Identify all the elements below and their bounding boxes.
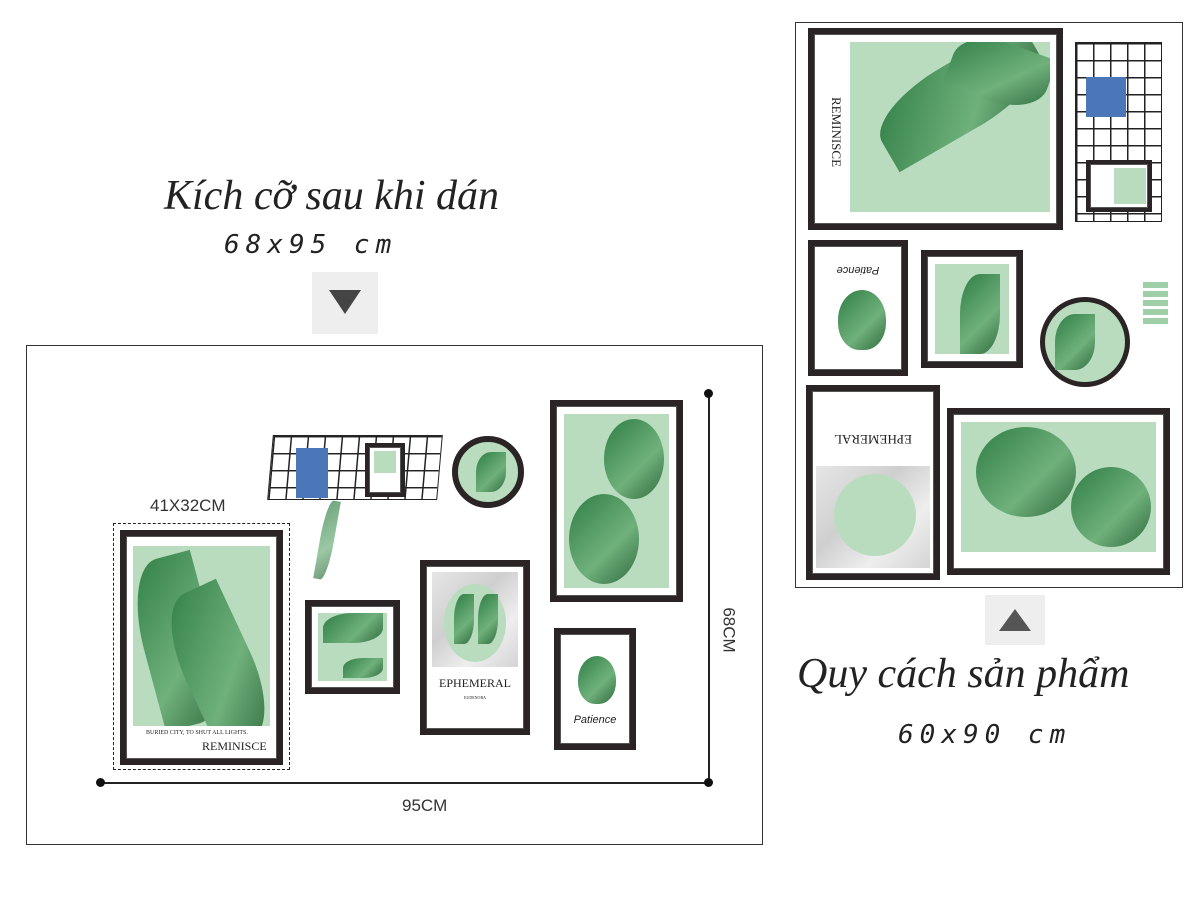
monstera-poster xyxy=(550,400,683,602)
dimension-dot xyxy=(96,778,105,787)
sheet-monstera-poster xyxy=(947,408,1170,575)
product-spec-title: Quy cách sản phẩm xyxy=(797,651,1130,697)
sheet-patience-title: Patience xyxy=(836,264,880,276)
patience-title: Patience xyxy=(573,714,617,726)
arrow-down-icon xyxy=(312,272,378,334)
dimension-dot xyxy=(704,778,713,787)
width-dimension-line xyxy=(100,782,708,784)
sheet-plant-pot xyxy=(1086,77,1126,117)
sheet-patience-poster: Patience xyxy=(808,240,908,376)
sheet-ephemeral-title: EPHEMERAL xyxy=(834,432,912,447)
piece-size-label: 41X32CM xyxy=(150,496,226,515)
patience-poster: Patience xyxy=(554,628,636,750)
sheet-round-plant xyxy=(1040,297,1130,387)
reminisce-poster: BURIED CITY, TO SHUT ALL LIGHTS. REMINIS… xyxy=(120,530,283,765)
height-dimension-line xyxy=(708,393,710,782)
ephemeral-title: EPHEMERAL xyxy=(439,676,511,690)
sheet-banana-poster xyxy=(921,250,1023,368)
ephemeral-sub: EUDENORA xyxy=(464,695,486,700)
plant-pot-decal xyxy=(296,448,328,498)
wire-grid-decal xyxy=(267,435,443,500)
dimension-dot xyxy=(704,389,713,398)
product-sheet-panel xyxy=(795,22,1183,588)
ephemeral-poster: EPHEMERAL EUDENORA xyxy=(420,560,530,735)
mini-poster xyxy=(365,443,405,497)
installed-size-value: 68x95 cm xyxy=(224,230,398,260)
piece-outline xyxy=(113,523,290,770)
sheet-ephemeral-poster: EPHEMERAL xyxy=(806,385,940,580)
height-label: 68CM xyxy=(719,607,739,653)
reminisce-title: REMINISCE xyxy=(202,739,267,753)
sheet-reminisce-poster: REMINISCE xyxy=(808,28,1063,230)
round-plant-decal xyxy=(452,436,524,508)
sheet-mini-poster xyxy=(1086,160,1152,212)
reminisce-tagline: BURIED CITY, TO SHUT ALL LIGHTS. xyxy=(146,730,248,736)
arrow-up-icon xyxy=(985,595,1045,645)
sheet-small-stickers xyxy=(1143,282,1168,324)
installed-layout-panel xyxy=(26,345,763,845)
installed-size-title: Kích cỡ sau khi dán xyxy=(164,173,500,219)
sheet-reminisce-title: REMINISCE xyxy=(829,96,844,168)
banana-leaf-poster xyxy=(305,600,400,694)
product-spec-value: 60x90 cm xyxy=(898,720,1072,750)
width-label: 95CM xyxy=(402,796,448,815)
